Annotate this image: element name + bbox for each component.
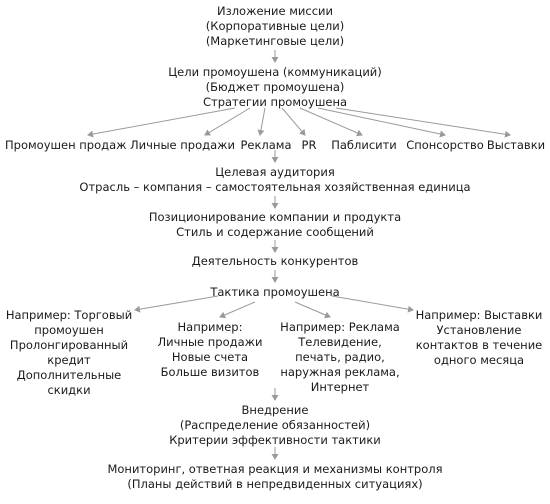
tactic-line: Телевидение, — [298, 335, 382, 349]
tactic-line: кредит — [47, 353, 91, 367]
mission-block: Изложение миссии (Корпоративные цели) (М… — [175, 4, 375, 49]
tactic-line: Больше визитов — [160, 365, 260, 379]
arrow-to-tactic-trade-promo — [134, 295, 219, 313]
arrow-to-strategy-advertising — [257, 107, 266, 136]
strategy-pr: PR — [301, 138, 317, 152]
monitoring-block: Мониторинг, ответная реакция и механизмы… — [75, 462, 475, 492]
tactic-line: Интернет — [310, 380, 370, 394]
tactic-example-advertising: Например: Реклама Телевидение, печать, р… — [275, 320, 405, 395]
tactic-line: скидки — [47, 383, 91, 397]
monitoring-title: Мониторинг, ответная реакция и механизмы… — [107, 462, 443, 476]
audience-block: Целевая аудитория Отрасль – компания – с… — [75, 165, 475, 195]
competitor-activity: Деятельность конкурентов — [191, 254, 359, 268]
arrow-to-strategy-pr — [281, 107, 306, 136]
tactic-line: Например: — [177, 320, 243, 334]
tactic-line: наружная реклама, — [280, 365, 400, 379]
contingency-plans: (Планы действий в непредвиденных ситуаци… — [127, 477, 423, 491]
tactic-line: Дополнительные — [16, 368, 122, 382]
implementation-block: Внедрение (Распределение обязанностей) К… — [150, 403, 400, 448]
promo-strategies: Стратегии промоушена — [202, 95, 348, 109]
tactic-example-trade-promotion: Например: Торговый промоушен Пролонгиров… — [4, 308, 134, 398]
strategy-advertising: Реклама — [240, 138, 292, 152]
tactic-line: контактов в течение — [415, 338, 543, 352]
industry-company-unit: Отрасль – компания – самостоятельная хоз… — [79, 180, 471, 194]
target-audience: Целевая аудитория — [215, 165, 335, 179]
implementation-title: Внедрение — [241, 403, 309, 417]
tactic-example-personal-selling: Например: Личные продажи Новые счета Бол… — [145, 320, 275, 380]
tactic-line: Например: Выставки — [415, 308, 543, 322]
strategy-exhibitions: Выставки — [486, 138, 546, 152]
tactic-example-exhibitions: Например: Выставки Установление контакто… — [410, 308, 548, 368]
tactic-line: Например: Реклама — [280, 320, 400, 334]
company-product-positioning: Позиционирование компании и продукта — [148, 210, 402, 224]
tactic-effectiveness-criteria: Критерии эффективности тактики — [169, 433, 381, 447]
corporate-goals: (Корпоративные цели) — [205, 19, 345, 33]
arrow-to-tactic-personal-selling — [219, 301, 256, 319]
tactic-line: Личные продажи — [157, 335, 263, 349]
arrow-to-strategy-sponsorship — [317, 107, 446, 138]
arrow-to-strategy-publicity — [299, 107, 363, 137]
strategy-publicity: Паблисити — [331, 138, 397, 152]
arrow-to-strategy-personal-selling — [204, 107, 251, 136]
strategy-sales-promotion: Промоушен продаж — [5, 138, 127, 152]
tactic-line: одного месяца — [433, 353, 525, 367]
tactic-line: промоушен — [34, 323, 104, 337]
arrow-to-strategy-sales-promo — [87, 107, 236, 138]
responsibility-allocation: (Распределение обязанностей) — [179, 418, 371, 432]
tactic-line: Новые счета — [171, 350, 249, 364]
strategy-sponsorship: Спонсорство — [406, 138, 484, 152]
tactic-line: Пролонгированный — [9, 338, 129, 352]
promo-goals-block: Цели промоушена (коммуникаций) (Бюджет п… — [150, 65, 400, 110]
positioning-block: Позиционирование компании и продукта Сти… — [125, 210, 425, 240]
tactic-line: Установление — [436, 323, 522, 337]
competitors-block: Деятельность конкурентов — [175, 254, 375, 269]
arrow-to-tactic-exhibitions — [331, 295, 414, 313]
mission-title: Изложение миссии — [216, 4, 333, 18]
promo-goals-title: Цели промоушена (коммуникаций) — [168, 65, 382, 79]
strategy-personal-selling: Личные продажи — [130, 138, 235, 152]
tactics-title: Тактика промоушена — [210, 285, 340, 299]
message-style-content: Стиль и содержание сообщений — [176, 225, 374, 239]
tactic-line: печать, радио, — [295, 350, 385, 364]
arrow-to-strategy-exhibitions — [335, 107, 511, 138]
arrow-to-tactic-advertising — [294, 301, 331, 319]
marketing-goals: (Маркетинговые цели) — [205, 34, 345, 48]
promo-budget: (Бюджет промоушена) — [205, 80, 345, 94]
tactic-line: Например: Торговый — [5, 308, 133, 322]
